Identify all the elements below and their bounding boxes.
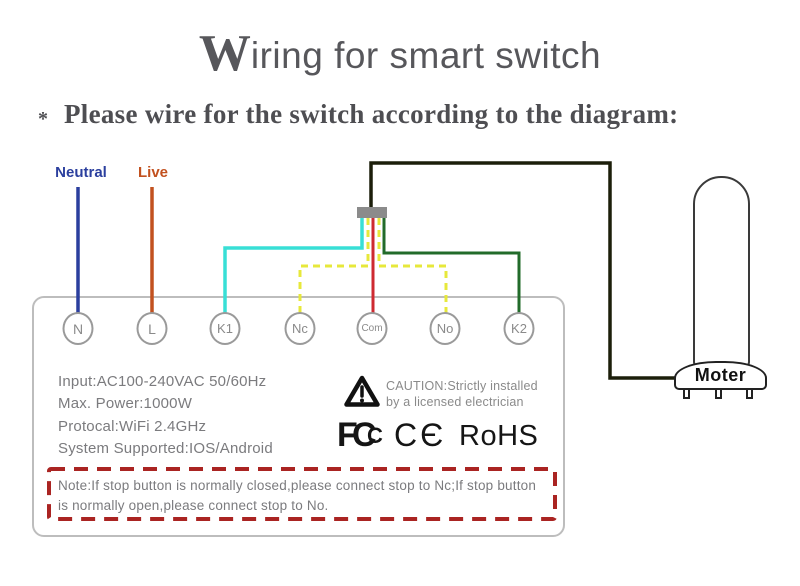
terminal-k1: K1: [209, 312, 241, 345]
terminal-nc: Nc: [284, 312, 316, 345]
spec-system: System Supported:IOS/Android: [58, 440, 273, 457]
page-title: Wiring for smart switch: [0, 24, 800, 83]
motor-label: Moter: [694, 365, 747, 385]
page-title-rest: iring for smart switch: [250, 35, 602, 76]
subtitle-text: Please wire for the switch according to …: [64, 99, 679, 129]
subtitle-asterisk: *: [38, 108, 48, 130]
terminal-l: L: [136, 312, 168, 345]
terminal-k2: K2: [503, 312, 535, 345]
stop-button-note: Note:If stop button is normally closed,p…: [58, 478, 537, 514]
fcc-logo-c-outer: C: [352, 416, 377, 454]
terminal-com: Com: [356, 312, 388, 345]
fcc-logo-c-inner: C: [367, 423, 383, 448]
fcc-logo-f: F: [337, 416, 358, 454]
neutral-label: Neutral: [55, 164, 107, 181]
terminal-no: No: [429, 312, 461, 345]
fcc-logo: F C C: [337, 418, 389, 454]
rohs-mark: RoHS: [459, 420, 539, 452]
wire-connector-block: [357, 207, 387, 218]
caution-text-line2: by a licensed electrician: [386, 395, 524, 409]
motor-base: Moter: [674, 361, 767, 390]
page-title-initial: W: [198, 25, 251, 82]
ce-mark: CЄ: [394, 417, 447, 453]
spec-protocol: Protocal:WiFi 2.4GHz: [58, 418, 207, 435]
terminal-n: N: [62, 312, 94, 345]
spec-power: Max. Power:1000W: [58, 395, 193, 412]
caution-text-line1: CAUTION:Strictly installed: [386, 379, 538, 393]
spec-input: Input:AC100-240VAC 50/60Hz: [58, 373, 267, 390]
caution-triangle-icon: [344, 375, 380, 413]
live-label: Live: [137, 164, 169, 181]
motor-body: [693, 176, 750, 368]
